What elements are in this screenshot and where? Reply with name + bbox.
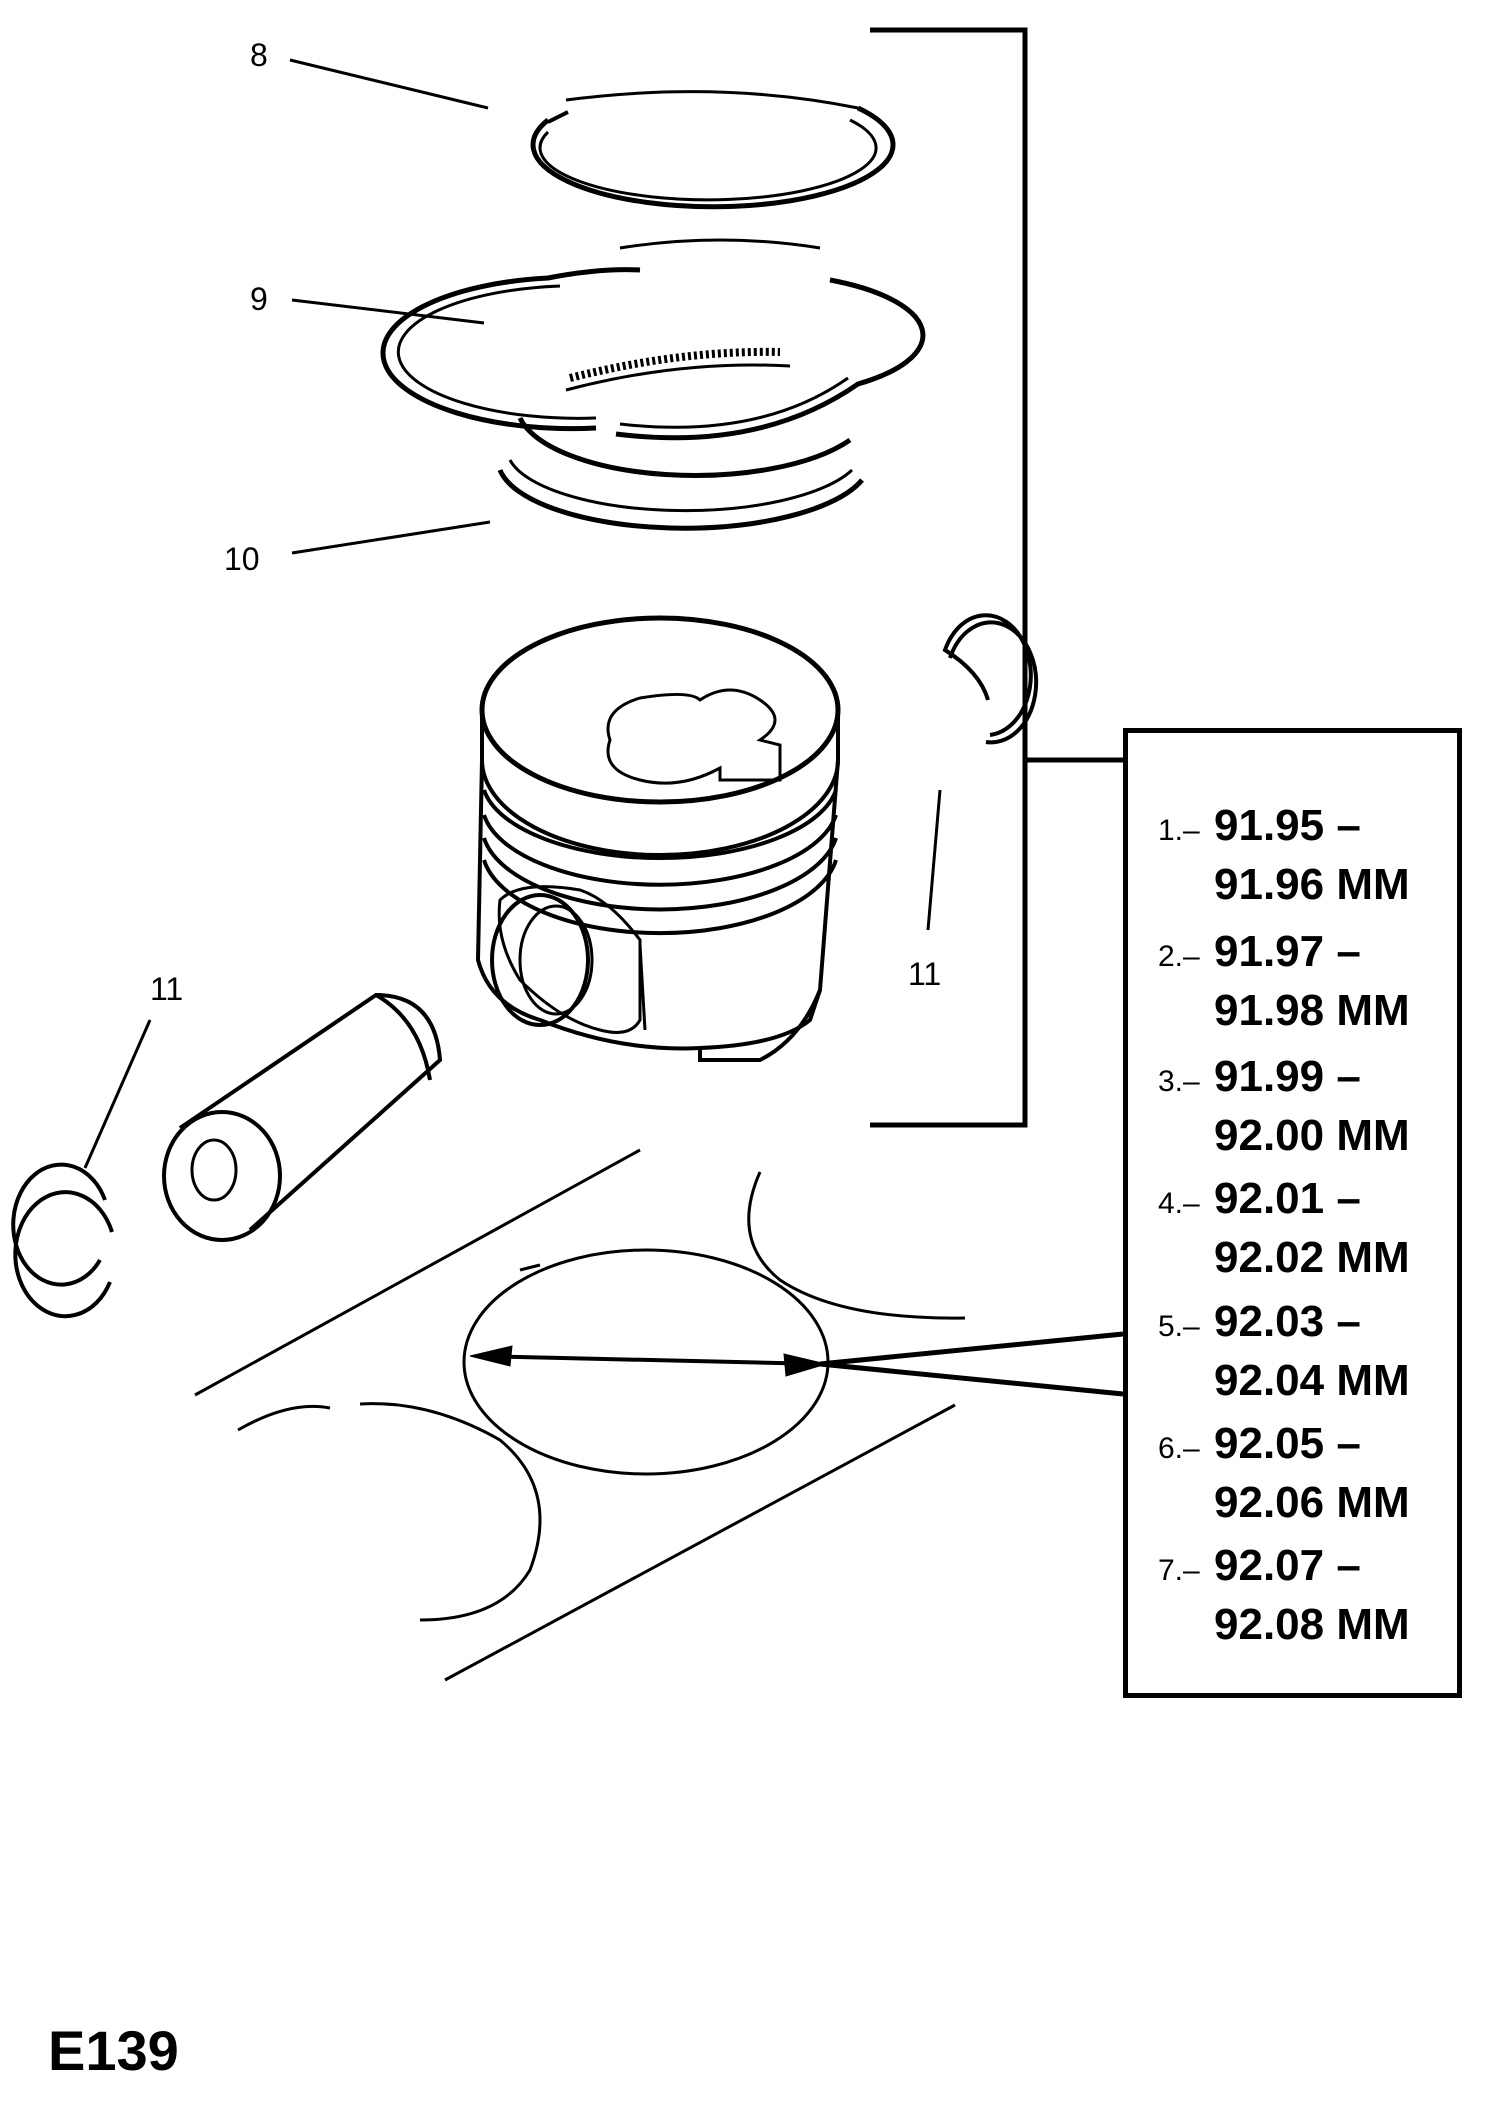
assembly-bracket <box>870 27 1123 1128</box>
top-compression-ring <box>530 90 896 250</box>
left-circlip <box>11 1162 114 1319</box>
leader-lines <box>83 58 942 1169</box>
spec-index: 3.– <box>1158 1065 1200 1098</box>
callout-circlip-left: 11 <box>150 971 183 1007</box>
callout-circlip-right: 11 <box>908 956 941 992</box>
spec-grade-6: 6.– 92.05 – 92.06 MM <box>1158 1419 1468 1531</box>
right-circlip <box>942 613 1039 745</box>
spec-index: 6.– <box>1158 1432 1200 1465</box>
spec-grade-7: 7.– 92.07 – 92.08 MM <box>1158 1541 1468 1653</box>
piston-pin <box>162 992 443 1242</box>
callout-top-ring: 8 <box>250 37 268 73</box>
callout-middle-ring: 9 <box>250 281 268 317</box>
second-compression-ring <box>380 267 926 441</box>
spec-range-max: 91.98 MM <box>1214 986 1410 1035</box>
figure-code: E139 <box>48 2019 179 2082</box>
spec-index: 4.– <box>1158 1187 1200 1220</box>
bore-measurement-arrow <box>469 1331 1124 1397</box>
bore-size-specification-table: 1.–91.95 – 91.96 MM 2.–91.97 – 91.98 MM … <box>1123 728 1462 1698</box>
spec-range-min: 92.05 – <box>1214 1419 1361 1468</box>
spec-index: 5.– <box>1158 1310 1200 1343</box>
spec-grade-5: 5.– 92.03 – 92.04 MM <box>1158 1297 1468 1409</box>
spec-range-max: 92.04 MM <box>1214 1356 1410 1405</box>
spec-grade-2: 2.– 91.97 – 91.98 MM <box>1158 927 1468 1039</box>
spec-grade-1: 1.– 91.95 – 91.96 MM <box>1158 801 1468 913</box>
spec-range-max: 92.00 MM <box>1214 1111 1410 1160</box>
callout-oil-ring: 10 <box>224 541 260 577</box>
spec-range-min: 92.01 – <box>1214 1174 1361 1223</box>
spec-range-min: 91.99 – <box>1214 1052 1361 1101</box>
spec-range-min: 92.03 – <box>1214 1297 1361 1346</box>
spec-range-min: 91.95 – <box>1214 801 1361 850</box>
spec-range-max: 92.02 MM <box>1214 1233 1410 1282</box>
spec-grade-3: 3.– 91.99 – 92.00 MM <box>1158 1052 1468 1164</box>
spec-range-max: 92.08 MM <box>1214 1600 1410 1649</box>
engine-block-deck <box>194 1148 966 1682</box>
spec-range-min: 92.07 – <box>1214 1541 1361 1590</box>
spec-range-min: 91.97 – <box>1214 927 1361 976</box>
spec-range-max: 91.96 MM <box>1214 860 1410 909</box>
spec-index: 7.– <box>1158 1554 1200 1587</box>
spec-index: 2.– <box>1158 940 1200 973</box>
oil-control-ring <box>497 416 864 531</box>
spec-grade-4: 4.– 92.01 – 92.02 MM <box>1158 1174 1468 1286</box>
spec-range-max: 92.06 MM <box>1214 1478 1410 1527</box>
spec-index: 1.– <box>1158 814 1200 847</box>
piston <box>475 615 841 1062</box>
